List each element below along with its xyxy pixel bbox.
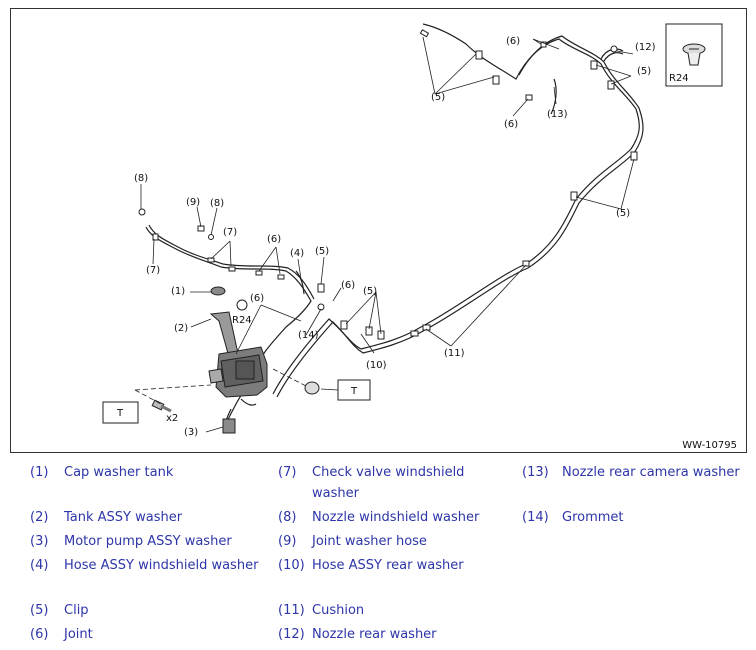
callout-7: (7) bbox=[223, 227, 237, 238]
legend-num: (1) bbox=[30, 465, 49, 480]
clip-mark bbox=[475, 50, 483, 60]
callout-6: (6) bbox=[504, 119, 518, 130]
legend-num: (13) bbox=[522, 465, 549, 480]
legend-text: Tank ASSY washer bbox=[64, 510, 183, 525]
legend-num: (7) bbox=[278, 465, 297, 480]
callout-6: (6) bbox=[250, 293, 264, 304]
r24-icon-label: R24 bbox=[669, 73, 689, 84]
callout-labels: (5) (6) (12) (5) (6) (13) (5) (11) (5) (… bbox=[134, 36, 737, 451]
callout-6: (6) bbox=[267, 234, 281, 245]
callout-9: (9) bbox=[186, 197, 200, 208]
legend-num: (4) bbox=[30, 558, 49, 573]
svg-text:T: T bbox=[116, 408, 124, 419]
cushion-mark bbox=[422, 324, 431, 331]
washer-tank-assembly bbox=[151, 286, 320, 434]
joint-mark bbox=[525, 94, 533, 101]
clip-mark bbox=[317, 283, 325, 293]
legend-num: (14) bbox=[522, 510, 549, 525]
tank-mount-grommet bbox=[304, 381, 320, 395]
grommet-r24 bbox=[236, 299, 248, 311]
torque-box-right: T bbox=[337, 379, 371, 401]
svg-text:T: T bbox=[350, 386, 358, 397]
grommet-mark bbox=[317, 303, 325, 311]
legend-text: Clip bbox=[64, 603, 89, 618]
callout-3: (3) bbox=[184, 427, 198, 438]
callout-10: (10) bbox=[366, 360, 387, 371]
legend-num: (10) bbox=[278, 558, 305, 573]
diagram-canvas: T T (5) (6) (12) (5) (6) (13) (5) (11) (… bbox=[102, 23, 737, 451]
motor-pump bbox=[222, 418, 236, 434]
torque-box-left: T bbox=[102, 401, 139, 424]
joint-mark bbox=[277, 274, 285, 280]
callout-8: (8) bbox=[134, 173, 148, 184]
callout-12: (12) bbox=[635, 42, 656, 53]
callout-2: (2) bbox=[174, 323, 188, 334]
callout-5: (5) bbox=[315, 246, 329, 257]
legend-num: (6) bbox=[30, 627, 49, 642]
clip-mark bbox=[630, 151, 638, 161]
legend-text: Hose ASSY windshield washer bbox=[64, 558, 259, 573]
legend-num: (5) bbox=[30, 603, 49, 618]
nozzle-mark bbox=[138, 208, 146, 216]
nozzle-mark bbox=[208, 234, 214, 240]
legend-num: (2) bbox=[30, 510, 49, 525]
clip-mark bbox=[340, 320, 348, 330]
legend-text: Check valve windshield washer bbox=[312, 465, 465, 501]
callout-14: (14) bbox=[298, 330, 319, 341]
nozzle-mark bbox=[610, 45, 618, 53]
leader-lines bbox=[134, 36, 635, 433]
callout-8: (8) bbox=[210, 198, 224, 209]
callout-5: (5) bbox=[616, 208, 630, 219]
legend-text: Nozzle rear washer bbox=[312, 627, 437, 642]
joint-mark bbox=[228, 266, 236, 272]
parts-diagram: T T (5) (6) (12) (5) (6) (13) (5) (11) (… bbox=[10, 8, 747, 453]
callout-6: (6) bbox=[506, 36, 520, 47]
parts-legend: (1) Cap washer tank (2) Tank ASSY washer… bbox=[0, 458, 756, 650]
hose-lines bbox=[145, 23, 644, 430]
legend-text: Cap washer tank bbox=[64, 465, 174, 480]
quantity-x2: x2 bbox=[166, 413, 178, 424]
joint-mark bbox=[255, 270, 263, 276]
clip-mark bbox=[607, 80, 615, 90]
callout-7: (7) bbox=[146, 265, 160, 276]
bolt-icon bbox=[151, 399, 172, 413]
callout-4: (4) bbox=[290, 248, 304, 259]
legend-text: Motor pump ASSY washer bbox=[64, 534, 232, 549]
legend-text: Cushion bbox=[312, 603, 365, 618]
callout-5: (5) bbox=[637, 66, 651, 77]
legend-text: Nozzle rear camera washer bbox=[562, 465, 740, 480]
cushion-mark bbox=[522, 260, 530, 267]
part-code-r24: R24 bbox=[232, 315, 252, 326]
callout-11: (11) bbox=[444, 348, 465, 359]
check-valve-mark bbox=[152, 233, 159, 241]
legend-num: (11) bbox=[278, 603, 305, 618]
legend-text: Joint washer hose bbox=[312, 534, 427, 549]
joint-mark bbox=[207, 257, 215, 263]
clip-mark bbox=[492, 75, 500, 85]
tank-bracket bbox=[208, 368, 224, 384]
r24-clip-icon bbox=[665, 23, 723, 87]
cap-washer-tank bbox=[210, 286, 226, 296]
legend-text: Nozzle windshield washer bbox=[312, 510, 480, 525]
callout-5: (5) bbox=[431, 92, 445, 103]
joint-mark bbox=[419, 29, 430, 38]
callout-5: (5) bbox=[363, 286, 377, 297]
joint-mark bbox=[540, 41, 547, 48]
legend-num: (12) bbox=[278, 627, 305, 642]
legend-num: (3) bbox=[30, 534, 49, 549]
clip-mark bbox=[570, 191, 578, 201]
legend-num: (9) bbox=[278, 534, 297, 549]
legend-text: Hose ASSY rear washer bbox=[312, 558, 464, 573]
cushion-mark bbox=[410, 330, 419, 337]
legend-text: Joint bbox=[64, 627, 93, 642]
callout-13: (13) bbox=[547, 109, 568, 120]
rear-washer-hose bbox=[272, 23, 640, 395]
callout-1: (1) bbox=[171, 286, 185, 297]
diagram-code: WW-10795 bbox=[682, 440, 737, 451]
legend-text: Grommet bbox=[562, 510, 624, 525]
fitting-marks bbox=[138, 29, 638, 340]
legend-num: (8) bbox=[278, 510, 297, 525]
callout-6: (6) bbox=[341, 280, 355, 291]
